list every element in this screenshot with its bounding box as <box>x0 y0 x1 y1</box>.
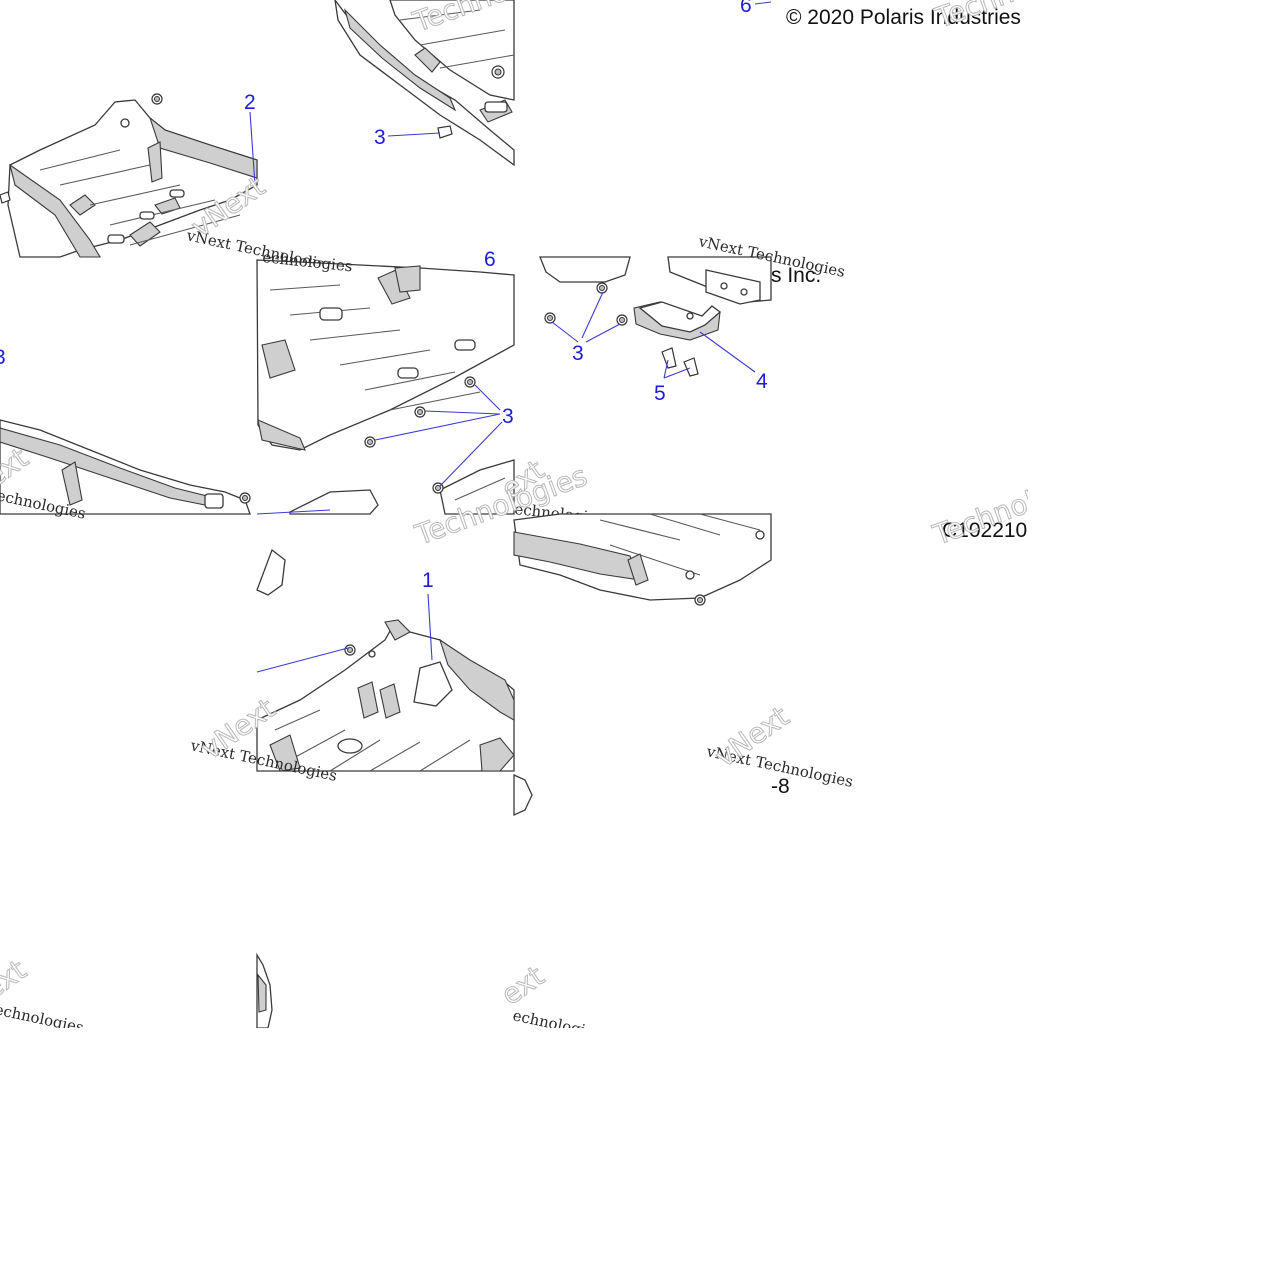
leader-1 <box>427 593 433 661</box>
skid-plate-center <box>256 259 515 515</box>
watermark-big: ext <box>0 953 32 1005</box>
diagram-code: C102210 <box>942 519 1027 542</box>
copyright-fragment: s Inc. <box>771 264 821 287</box>
skid-plate-side-rail <box>0 419 251 515</box>
bracket-assembly <box>539 256 772 377</box>
callout-3-center: 3 <box>502 405 514 428</box>
copyright-text: © 2020 Polaris Industries <box>786 6 1021 29</box>
callout-6: 6 <box>740 0 752 17</box>
callout-6-mid: 6 <box>484 248 496 271</box>
callout-3-left-fragment: 3 <box>0 346 6 369</box>
leader-4 <box>699 331 756 373</box>
leader-2 <box>249 111 256 186</box>
skid-plate-bottom-fragment <box>256 773 533 1029</box>
leader-3-right-b <box>581 291 604 339</box>
leader-6 <box>754 1 772 5</box>
page-number-fragment: -8 <box>771 775 790 798</box>
blank-region <box>0 1028 1028 1285</box>
leader-3-center-a <box>374 413 501 441</box>
leader-3-lower <box>256 647 349 673</box>
callout-5: 5 <box>654 382 666 405</box>
callout-2: 2 <box>244 91 256 114</box>
skid-plate-front-fragment <box>334 0 515 167</box>
skid-plate-front-right <box>513 513 772 606</box>
leader-3-center-d <box>439 421 503 487</box>
skid-plate-front <box>256 548 515 772</box>
leader-3-center-b <box>424 410 501 415</box>
leader-3-right-a <box>551 321 579 343</box>
callout-1: 1 <box>422 569 434 592</box>
leader-3-top <box>387 132 441 137</box>
callout-3-right: 3 <box>572 342 584 365</box>
callout-3-top: 3 <box>374 126 386 149</box>
skid-plate-rear-left <box>0 93 258 258</box>
blank-region <box>1028 0 1285 1285</box>
leader-3-right-c <box>585 323 621 343</box>
watermark-big: ext <box>495 959 550 1011</box>
leader-6-mid <box>256 509 331 515</box>
leader-5 <box>663 359 691 379</box>
callout-4: 4 <box>756 370 768 393</box>
leader-3-center-c <box>474 384 501 411</box>
